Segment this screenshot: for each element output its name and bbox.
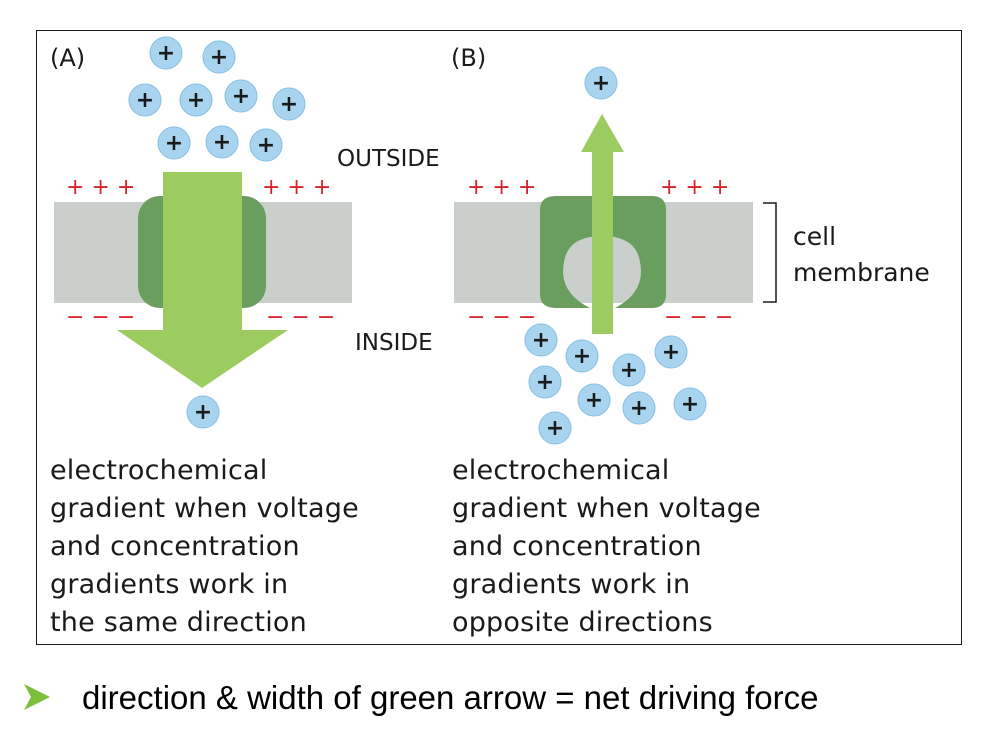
ion-charge-symbol: + [194, 400, 212, 425]
ion-charge-symbol: + [585, 388, 603, 413]
positive-ion: + [272, 87, 306, 121]
ion-charge-symbol: + [187, 88, 205, 113]
bullet-row: direction & width of green arrow = net d… [20, 676, 818, 720]
inward-arrow-a [117, 172, 288, 388]
ion-circle [249, 128, 283, 162]
caption-a: electrochemical gradient when voltage an… [50, 452, 400, 642]
inner-charge-left-b: − − − [467, 305, 536, 330]
membrane-label-line1: cell [793, 222, 836, 251]
positive-ion: + [202, 40, 236, 74]
ion-circle [224, 79, 258, 113]
positive-ion: + [186, 395, 220, 429]
positive-ion: + [205, 125, 239, 159]
caption-b-line: gradient when voltage [452, 493, 761, 524]
ion-group-b: + + + + + + + + + + [524, 66, 707, 445]
positive-ion: + [584, 66, 618, 100]
ion-circle [128, 83, 162, 117]
ion-charge-symbol: + [257, 133, 275, 158]
inner-charge-right-a: − − − [266, 305, 335, 330]
ion-charge-symbol: + [536, 370, 554, 395]
outward-arrow-b [581, 114, 624, 334]
positive-ion: + [673, 387, 707, 421]
positive-ion: + [654, 335, 688, 369]
ion-circle [524, 323, 558, 357]
ion-circle [202, 40, 236, 74]
panel-b: (B) + + + + + + − − − − − − cell membran… [451, 44, 930, 445]
ion-circle [528, 365, 562, 399]
ion-charge-symbol: + [592, 71, 610, 96]
panel-a: (A) + + + + + + − − − − − − OUTSIDE INSI… [50, 36, 440, 429]
caption-b-line: gradients work in [452, 569, 691, 600]
ion-circle [149, 36, 183, 70]
ion-circle [179, 83, 213, 117]
membrane-label-line2: membrane [793, 258, 930, 287]
positive-ion: + [179, 83, 213, 117]
positive-ion: + [249, 128, 283, 162]
ion-charge-symbol: + [165, 131, 183, 156]
ion-circle [622, 391, 656, 425]
bullet-spacer [20, 684, 48, 712]
ion-charge-symbol: + [232, 84, 250, 109]
positive-ion: + [224, 79, 258, 113]
inner-charge-right-b: − − − [664, 305, 733, 330]
positive-ion: + [157, 126, 191, 160]
ion-circle [186, 395, 220, 429]
triangle-arrow-bullet-icon [24, 684, 50, 710]
caption-a-line: electrochemical [50, 455, 268, 486]
ion-group-a: ++++++++++ [128, 36, 306, 429]
channel-b [540, 196, 666, 308]
ion-charge-symbol: + [157, 41, 175, 66]
ion-circle [612, 353, 646, 387]
positive-ion: + [528, 365, 562, 399]
ion-charge-symbol: + [210, 45, 228, 70]
ion-circle [205, 125, 239, 159]
positive-ion: + [524, 323, 558, 357]
ion-circle [584, 66, 618, 100]
membrane-bracket [763, 202, 777, 303]
positive-ion: + [577, 383, 611, 417]
positive-ion: + [128, 83, 162, 117]
panel-b-label: (B) [451, 44, 486, 72]
ion-circle [272, 87, 306, 121]
ion-charge-symbol: + [280, 92, 298, 117]
outer-charge-right-a: + + + [262, 175, 331, 200]
caption-a-line: gradients work in [50, 569, 289, 600]
outer-charge-left-b: + + + [467, 175, 536, 200]
caption-a-line: gradient when voltage [50, 493, 359, 524]
positive-ion: + [612, 353, 646, 387]
bullet-text: direction & width of green arrow = net d… [82, 679, 819, 716]
ion-circle [565, 339, 599, 373]
ion-circle [654, 335, 688, 369]
ion-charge-symbol: + [532, 328, 550, 353]
ion-charge-symbol: + [546, 416, 564, 441]
ion-charge-symbol: + [620, 358, 638, 383]
ion-circle [673, 387, 707, 421]
positive-ion: + [622, 391, 656, 425]
outside-label: OUTSIDE [337, 146, 440, 172]
ion-charge-symbol: + [573, 344, 591, 369]
panel-a-label: (A) [50, 44, 85, 72]
ion-charge-symbol: + [662, 340, 680, 365]
caption-a-line: and concentration [50, 531, 300, 562]
inner-charge-left-a: − − − [66, 305, 135, 330]
caption-b-line: and concentration [452, 531, 702, 562]
caption-a-line: the same direction [50, 607, 307, 638]
ion-circle [157, 126, 191, 160]
positive-ion: + [538, 411, 572, 445]
ion-charge-symbol: + [681, 392, 699, 417]
ion-charge-symbol: + [136, 88, 154, 113]
ion-circle [538, 411, 572, 445]
outer-charge-right-b: + + + [660, 175, 729, 200]
positive-ion: + [149, 36, 183, 70]
ion-charge-symbol: + [213, 130, 231, 155]
ion-charge-symbol: + [630, 396, 648, 421]
ion-circle [577, 383, 611, 417]
positive-ion: + [565, 339, 599, 373]
outer-charge-left-a: + + + [66, 175, 135, 200]
caption-b: electrochemical gradient when voltage an… [452, 452, 802, 642]
caption-b-line: opposite directions [452, 607, 713, 638]
inside-label: INSIDE [355, 330, 433, 356]
caption-b-line: electrochemical [452, 455, 670, 486]
